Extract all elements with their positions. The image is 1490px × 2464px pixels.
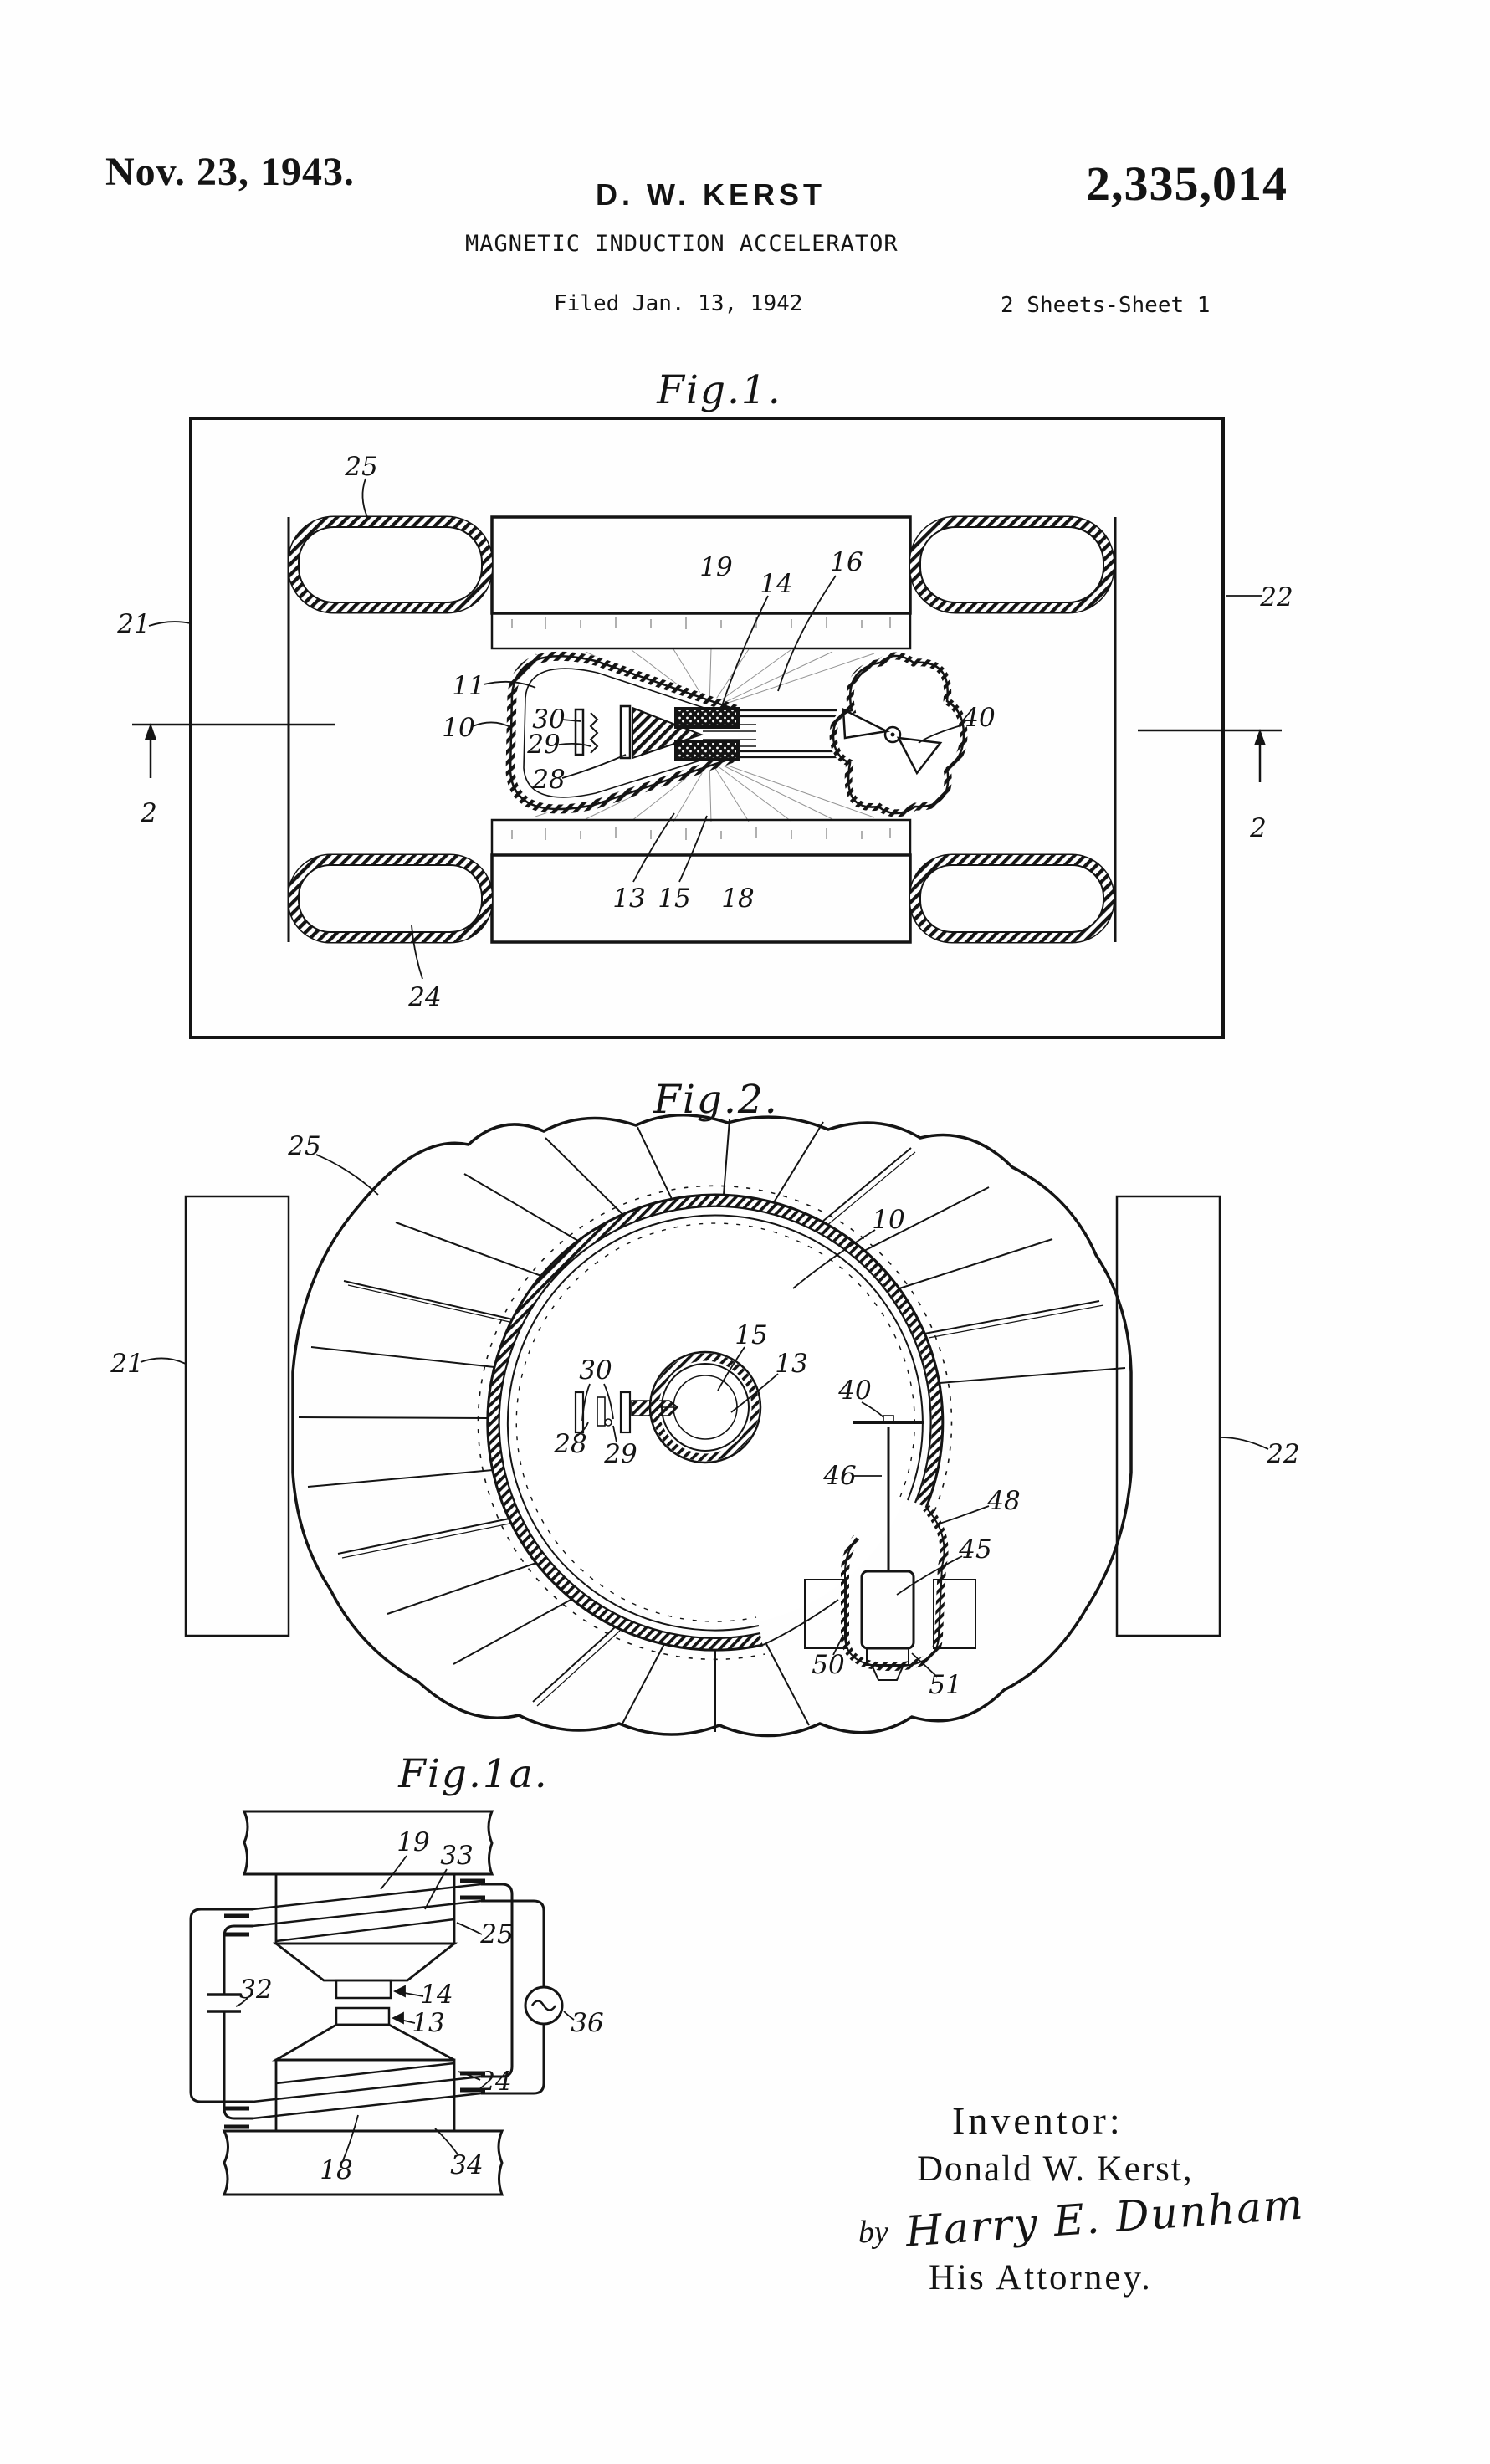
ref-label: 32 (239, 1975, 272, 2005)
filing-date: Filed Jan. 13, 1942 (554, 291, 803, 316)
fig1a-ac-circuit (481, 1883, 564, 2095)
sheet-count: 2 Sheets-Sheet 1 (1001, 293, 1211, 318)
fig1-core-edges (287, 517, 1117, 942)
ref-label: 22 (1266, 1439, 1299, 1469)
ref-label: 21 (110, 1349, 143, 1379)
ref-label: 13 (612, 884, 645, 914)
ref-label: 30 (532, 704, 565, 735)
fig2-yoke-block-21 (184, 1195, 290, 1637)
ref-label: 10 (442, 713, 474, 743)
ref-label: 29 (603, 1439, 637, 1469)
ref-label: 40 (837, 1375, 871, 1406)
patent-date: Nov. 23, 1943. (105, 150, 356, 194)
fig2-lamination-wedges (298, 1119, 1126, 1732)
fig2-paddle-drive (762, 1415, 976, 1681)
fig1a-coil-24 (224, 2058, 485, 2133)
fig1-paddle-target (842, 707, 943, 776)
ref-label: 10 (872, 1205, 904, 1235)
ref-label: 48 (986, 1486, 1020, 1516)
ref-label: 45 (958, 1534, 991, 1565)
ref-label: 25 (344, 452, 377, 482)
inventor-full-name: Donald W. Kerst, (917, 2149, 1194, 2189)
ref-label: 11 (452, 671, 484, 701)
fig2-leader-lines (140, 1154, 1269, 1678)
fig1-caption: Fig.1. (656, 367, 782, 413)
fig1-vacuum-tube-section (505, 651, 740, 814)
ref-label: 14 (420, 1980, 453, 2010)
fig1a-pole-pieces (271, 1942, 458, 2062)
inventor-heading: Inventor: (952, 2099, 1124, 2142)
attorney-label: His Attorney. (929, 2258, 1153, 2298)
fig1-coil-24-bottom-left (287, 853, 494, 944)
ref-label: 24 (478, 2067, 511, 2097)
fig2-reference-numerals: 25 10 21 22 15 13 30 28 29 40 46 48 45 5… (110, 1131, 1299, 1700)
ref-label: 25 (479, 1919, 513, 1949)
ref-label: 22 (1259, 582, 1293, 612)
patent-number: 2,335,014 (1086, 156, 1288, 211)
ref-label: 24 (407, 982, 441, 1012)
fig1a-capacitor-circuit (189, 1908, 253, 2120)
ref-label: 13 (775, 1349, 807, 1379)
ref-label: 30 (579, 1355, 612, 1386)
ref-label: 18 (721, 884, 754, 914)
ref-label: 13 (412, 2008, 444, 2038)
fig1-pole-gap (674, 707, 837, 761)
ref-label: 40 (961, 703, 995, 733)
fig1-coil-25-top-left (287, 515, 494, 614)
ref-label: 16 (830, 547, 863, 577)
ref-label: 34 (450, 2150, 483, 2180)
fig1-outer-case (189, 417, 1225, 1039)
fig2-chamber-ring (477, 1185, 953, 1661)
ref-label: 25 (287, 1131, 320, 1161)
fig1a-pole-bars (222, 1810, 504, 2196)
ref-label: 28 (553, 1429, 586, 1459)
ref-label: 15 (658, 884, 690, 914)
ref-label: 19 (699, 552, 732, 582)
ref-label: 18 (320, 2155, 352, 2185)
ref-label: 21 (116, 609, 150, 639)
fig1-coil-bottom-right (909, 853, 1115, 944)
ref-label: 36 (571, 2008, 603, 2038)
fig1a-leader-lines (235, 1855, 575, 2161)
patent-title: MAGNETIC INDUCTION ACCELERATOR (465, 231, 899, 257)
fig1-leader-lines (148, 478, 1262, 980)
ref-label: 29 (526, 730, 560, 760)
fig1-reference-numerals: 25 19 14 16 21 22 11 10 30 29 28 40 2 2 … (116, 452, 1293, 1012)
ref-label: 33 (440, 1841, 473, 1871)
fig1-section-line (132, 723, 1282, 782)
fig1a-coil-25 (224, 1872, 485, 1945)
ref-label: 14 (760, 569, 792, 599)
ref-label: 50 (812, 1650, 844, 1680)
ref-label: 46 (822, 1461, 856, 1491)
ref-label: 51 (929, 1670, 961, 1700)
fig1-bulb (829, 652, 968, 817)
by-label: by (858, 2215, 888, 2250)
ref-label: 28 (531, 765, 565, 795)
fig1a-caption: Fig.1a. (397, 1751, 549, 1797)
ref-label: 2 (140, 798, 157, 828)
fig1a-reference-numerals: 19 33 25 32 14 13 36 24 18 34 (239, 1827, 603, 2185)
fig1-coil-top-right (909, 515, 1115, 614)
ref-label: 15 (735, 1320, 767, 1350)
fig2-core-outline (291, 1113, 1133, 1738)
fig2-yoke-block-22 (1115, 1195, 1221, 1637)
ref-label: 2 (1249, 813, 1267, 843)
ref-label: 19 (397, 1827, 429, 1857)
inventor-name-header: D. W. KERST (596, 177, 827, 212)
